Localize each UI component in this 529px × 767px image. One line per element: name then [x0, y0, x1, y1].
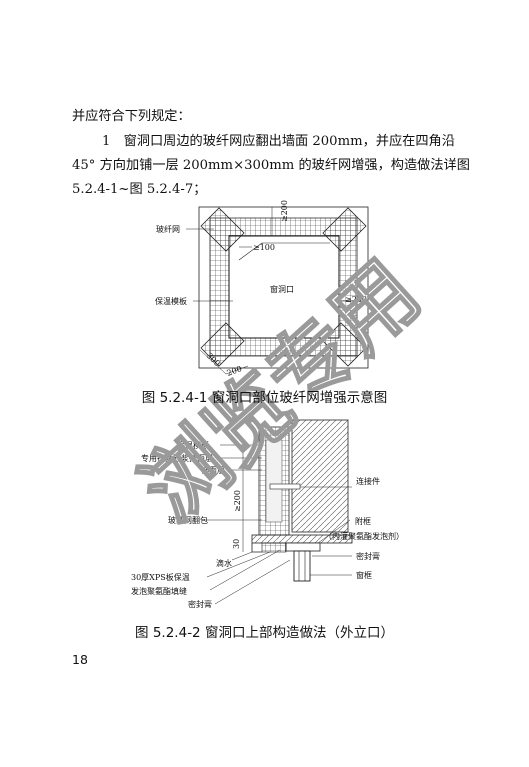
figure-2-xps-strip — [261, 542, 287, 553]
figure-1-label-dim-inner: ≥100 — [253, 243, 275, 252]
item-1-line-1: 1 窗洞口周边的玻纤网应翻出墙面 200mm，并应在四角沿 — [102, 134, 455, 149]
figure-2-label-dim-30: 30 — [232, 539, 241, 549]
item-1-line-2: 45° 方向加铺一层 200mm×300mm 的玻纤网增强，构造做法详图 — [72, 158, 470, 173]
figure-2-label-dim-200: ≥200 — [233, 490, 242, 512]
figure-2-window-frame — [293, 550, 311, 582]
figure-1-corner-strip-tl — [200, 207, 245, 252]
figure-2-label-xps: 30厚XPS板保温 — [131, 572, 190, 582]
figure-2-label-sealant-bottom: 密封膏 — [188, 599, 212, 609]
figure-2-drip-edge — [251, 543, 262, 553]
figure-2-leader-drip — [231, 551, 253, 561]
figure-2-subframe — [285, 542, 321, 552]
figure-1-caption: 图 5.2.4-1 窗洞口部位玻纤网增强示意图 — [141, 390, 388, 406]
figure-1-dim-line-300 — [199, 349, 227, 375]
figure-2-concrete-wall — [291, 419, 349, 533]
figure-2-diagram: 保温模板 专用抹面砂浆抹面层 饰面层 ≥200 玻纤网翻包 30 滴水 30厚X… — [131, 419, 404, 609]
figure-1-label-opening: 窗洞口 — [270, 284, 294, 294]
figure-2-label-mortar: 专用抹面砂浆抹面层 — [141, 453, 213, 463]
figure-1-dim-line-200 — [225, 365, 249, 375]
figure-1-board-outline — [198, 206, 369, 369]
figure-1-label-dim-right: ≥200 — [345, 295, 367, 304]
figure-1-inner-edge — [238, 242, 330, 261]
figure-2-leader-sealant-bottom — [214, 559, 291, 605]
figure-2-label-mesh-wrap: 玻纤网翻包 — [168, 515, 208, 525]
figure-2-connector — [269, 483, 301, 490]
figure-1-window-opening — [228, 235, 340, 339]
figure-2-label-connector: 连接件 — [356, 476, 380, 486]
figure-2-leader-xps — [206, 551, 271, 578]
page-number: 18 — [72, 652, 88, 667]
figure-2-label-drip: 滴水 — [216, 558, 232, 568]
figure-2-label-window-frame: 窗框 — [356, 570, 372, 580]
figure-2-label-pu-seam: 发泡聚氨酯填缝 — [131, 586, 187, 596]
figure-2-board-core — [265, 439, 283, 523]
figure-1-corner-strip-tr — [322, 207, 367, 252]
figure-1-corner-strip-bl — [200, 322, 245, 367]
figure-1-label-mesh: 玻纤网 — [156, 224, 180, 234]
figure-2-leader-subframe — [317, 519, 351, 544]
lead-paragraph: 并应符合下列规定： — [72, 109, 191, 124]
figure-2-leader-pu-seam — [209, 549, 281, 591]
figure-1-label-dim-top: ≥200 — [280, 200, 289, 222]
figure-2-label-sealant-right: 密封膏 — [356, 551, 380, 561]
item-1-line-3: 5.2.4-1~图 5.2.4-7； — [72, 182, 207, 197]
item-1-paragraph: 1 窗洞口周边的玻纤网应翻出墙面 200mm，并应在四角沿 45° 方向加铺一层… — [72, 130, 472, 202]
figure-1-label-board: 保温模板 — [155, 296, 187, 306]
figure-2-caption: 图 5.2.4-2 窗洞口上部构造做法（外立口） — [135, 625, 394, 641]
figure-2-label-subframe-note: （内灌聚氨酯发泡剂） — [324, 531, 404, 541]
figure-1-corner-strip-br — [322, 322, 367, 367]
figure-2-label-finish: 饰面层 — [201, 465, 225, 475]
figure-2-label-board: 保温模板 — [177, 440, 209, 450]
figure-1-diagram: 玻纤网 保温模板 窗洞口 ≥200 ≥100 ≥200 300 200 — [155, 200, 369, 378]
figure-2-label-subframe: 附框 — [355, 516, 371, 526]
